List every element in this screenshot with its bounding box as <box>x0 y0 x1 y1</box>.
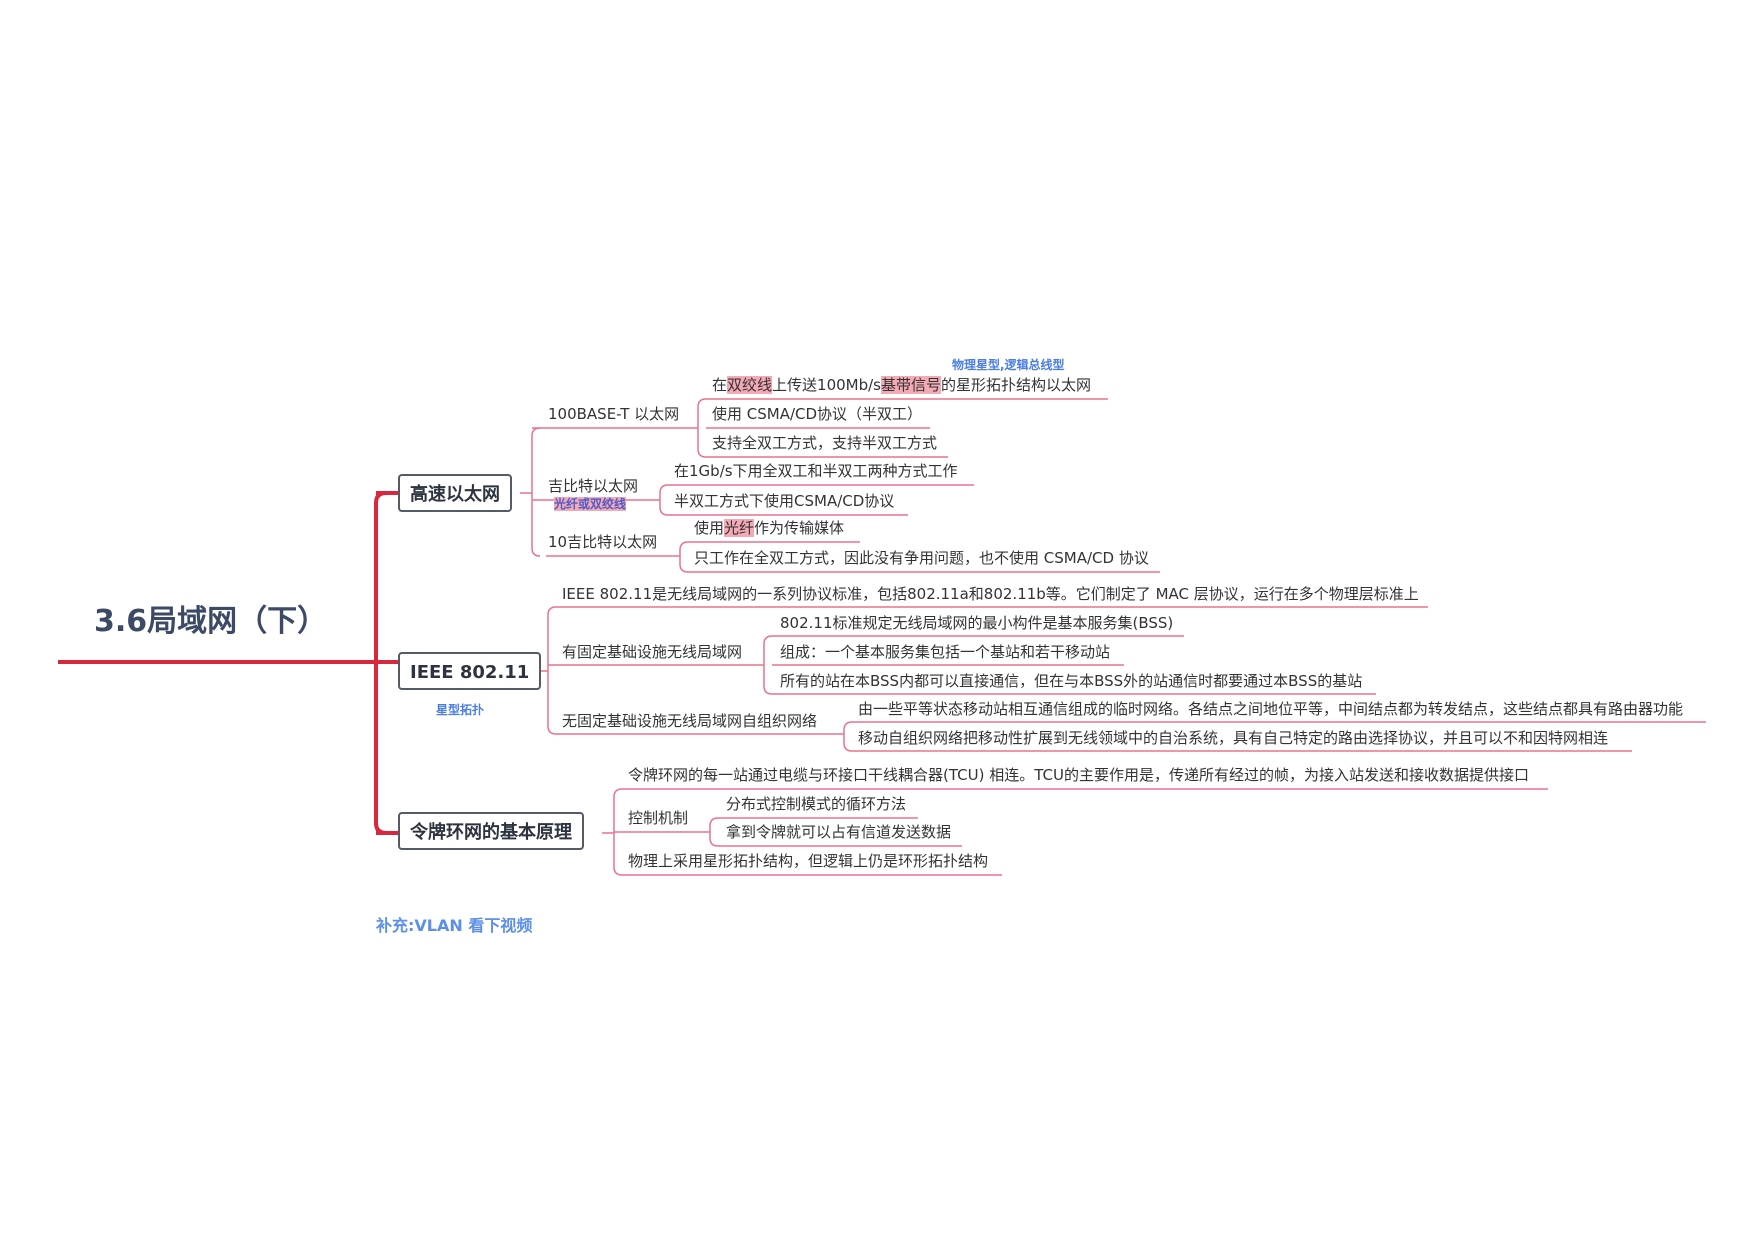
node-10-gigabit[interactable]: 10吉比特以太网 <box>548 533 658 551</box>
leaf-100base-t-2[interactable]: 使用 CSMA/CD协议（半双工） <box>712 405 923 423</box>
text-part: 的星形拓扑结构以太网 <box>941 376 1092 394</box>
node-100base-t[interactable]: 100BASE-T 以太网 <box>548 405 680 423</box>
leaf-token-ring-3[interactable]: 物理上采用星形拓扑结构，但逻辑上仍是环形拓扑结构 <box>628 852 989 870</box>
note-gigabit: 光纤或双绞线 <box>554 497 627 511</box>
leaf-adhoc-2[interactable]: 移动自组织网络把移动性扩展到无线领域中的自治系统，具有自己特定的路由选择协议，并… <box>858 729 1609 747</box>
leaf-control-2[interactable]: 拿到令牌就可以占有信道发送数据 <box>726 823 952 841</box>
note-100base-t: 物理星型,逻辑总线型 <box>952 358 1065 372</box>
root-title: 3.6局域网（下） <box>94 604 328 639</box>
text-part: 作为传输媒体 <box>754 519 845 537</box>
highlight-fiber: 光纤 <box>724 519 755 537</box>
highlight-baseband: 基带信号 <box>881 376 942 394</box>
leaf-gigabit-1[interactable]: 在1Gb/s下用全双工和半双工两种方式工作 <box>674 462 958 480</box>
leaf-gigabit-2[interactable]: 半双工方式下使用CSMA/CD协议 <box>674 492 895 510</box>
node-adhoc-wlan[interactable]: 无固定基础设施无线局域网自组织网络 <box>562 712 818 730</box>
node-fast-ethernet[interactable]: 高速以太网 <box>398 474 512 512</box>
highlight-twisted-pair: 双绞线 <box>727 376 773 394</box>
leaf-10-gigabit-1[interactable]: 使用光纤作为传输媒体 <box>694 518 844 538</box>
text-part: 上传送100Mb/s <box>772 376 881 394</box>
leaf-infra-2[interactable]: 组成：一个基本服务集包括一个基站和若干移动站 <box>780 643 1111 661</box>
leaf-infra-1[interactable]: 802.11标准规定无线局域网的最小构件是基本服务集(BSS) <box>780 614 1174 632</box>
leaf-adhoc-1[interactable]: 由一些平等状态移动站相互通信组成的临时网络。各结点之间地位平等，中间结点都为转发… <box>858 700 1684 718</box>
node-gigabit[interactable]: 吉比特以太网 <box>548 477 639 495</box>
node-infrastructure-wlan[interactable]: 有固定基础设施无线局域网 <box>562 643 743 661</box>
supplement-note: 补充:VLAN 看下视频 <box>376 916 533 935</box>
node-token-ring[interactable]: 令牌环网的基本原理 <box>398 812 584 850</box>
leaf-ieee80211-intro[interactable]: IEEE 802.11是无线局域网的一系列协议标准，包括802.11a和802.… <box>562 585 1419 603</box>
node-control-mechanism[interactable]: 控制机制 <box>628 809 689 827</box>
text-part: 在 <box>712 376 728 394</box>
leaf-infra-3[interactable]: 所有的站在本BSS内都可以直接通信，但在与本BSS外的站通信时都要通过本BSS的… <box>780 672 1363 690</box>
note-ieee80211: 星型拓扑 <box>436 703 485 717</box>
leaf-100base-t-3[interactable]: 支持全双工方式，支持半双工方式 <box>712 434 938 452</box>
leaf-100base-t-1[interactable]: 在双绞线上传送100Mb/s基带信号的星形拓扑结构以太网 <box>712 375 1091 395</box>
text-part: 使用 <box>694 519 725 537</box>
node-ieee80211[interactable]: IEEE 802.11 <box>398 652 542 690</box>
leaf-10-gigabit-2[interactable]: 只工作在全双工方式，因此没有争用问题，也不使用 CSMA/CD 协议 <box>694 549 1149 567</box>
leaf-control-1[interactable]: 分布式控制模式的循环方法 <box>726 795 907 813</box>
leaf-token-ring-1[interactable]: 令牌环网的每一站通过电缆与环接口干线耦合器(TCU) 相连。TCU的主要作用是，… <box>628 766 1529 784</box>
